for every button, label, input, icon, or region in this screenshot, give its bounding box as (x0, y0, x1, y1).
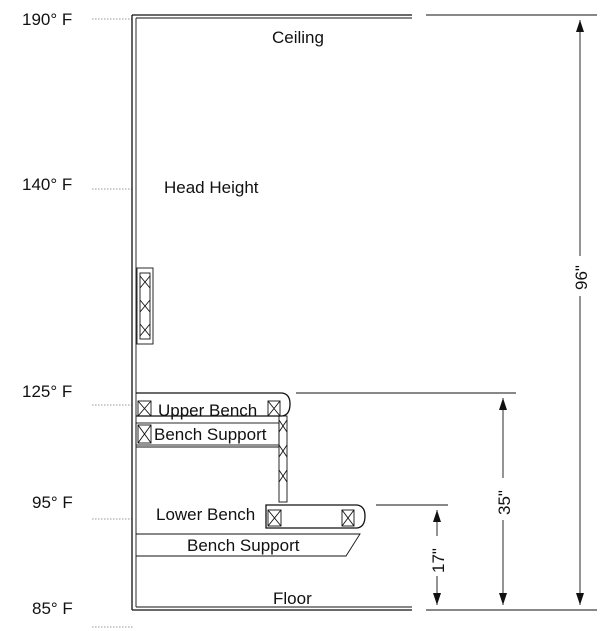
dimension-lower-text-bg (425, 536, 449, 576)
temp-label-140: 140° F (22, 175, 72, 194)
dimension-upper-text-bg (491, 478, 515, 520)
upper-support-end (137, 424, 152, 444)
dimension-upper-arrow-bottom (499, 593, 507, 605)
dimension-total-arrow-top (576, 20, 584, 32)
floor-label: Floor (273, 589, 312, 608)
dimension-lower-label: 17" (429, 548, 448, 573)
lower-bench-slat-left (267, 509, 282, 527)
lower-bench-slat-right (341, 509, 355, 527)
room-outline (131, 14, 412, 611)
dimension-total-text-bg (568, 256, 592, 296)
head-height-label: Head Height (164, 178, 259, 197)
lower-bench-slat-right-cross (341, 509, 355, 527)
upper-support-label: Bench Support (154, 425, 267, 444)
upper-support-end-cross (137, 424, 152, 444)
backrest-inner (139, 272, 151, 340)
upper-bench-leg (278, 415, 288, 503)
upper-bench-assembly (135, 392, 291, 503)
lower-bench-label: Lower Bench (156, 505, 255, 524)
ceiling-label: Ceiling (272, 28, 324, 47)
upper-bench-leg-hatching (278, 419, 288, 483)
upper-bench-slat-left (137, 400, 152, 417)
upper-bench-seat (136, 392, 291, 417)
lower-bench-assembly (136, 504, 366, 557)
upper-bench-slat-left-cross (137, 400, 152, 417)
upper-bench-label: Upper Bench (158, 401, 257, 420)
dimension-upper-arrow-top (499, 398, 507, 410)
dimension-lower-arrow-bottom (433, 593, 441, 605)
dimension-upper (296, 392, 516, 605)
lower-bench-seat (265, 504, 366, 529)
temperature-scale: 190° F 140° F 125° F 95° F 85° F (22, 10, 134, 628)
dimension-total-label: 96" (572, 265, 591, 290)
lower-support-label: Bench Support (187, 536, 300, 555)
lower-bench-slat-left-cross (267, 509, 282, 527)
backrest-frame (136, 267, 154, 345)
dimension-upper-label: 35" (495, 490, 514, 515)
temp-label-95: 95° F (32, 493, 73, 512)
dimension-lower-arrow-top (433, 510, 441, 522)
dimension-total-arrow-bottom (576, 593, 584, 605)
upper-bench-slat-right-cross (267, 400, 281, 417)
wall-backrest (136, 267, 154, 345)
temp-label-85: 85° F (32, 599, 73, 618)
dimension-total (426, 14, 597, 611)
lower-bench-support (136, 533, 361, 557)
temp-label-125: 125° F (22, 382, 72, 401)
upper-bench-slat-right (267, 400, 281, 417)
backrest-hatching (139, 275, 151, 337)
temp-label-190: 190° F (22, 10, 72, 29)
